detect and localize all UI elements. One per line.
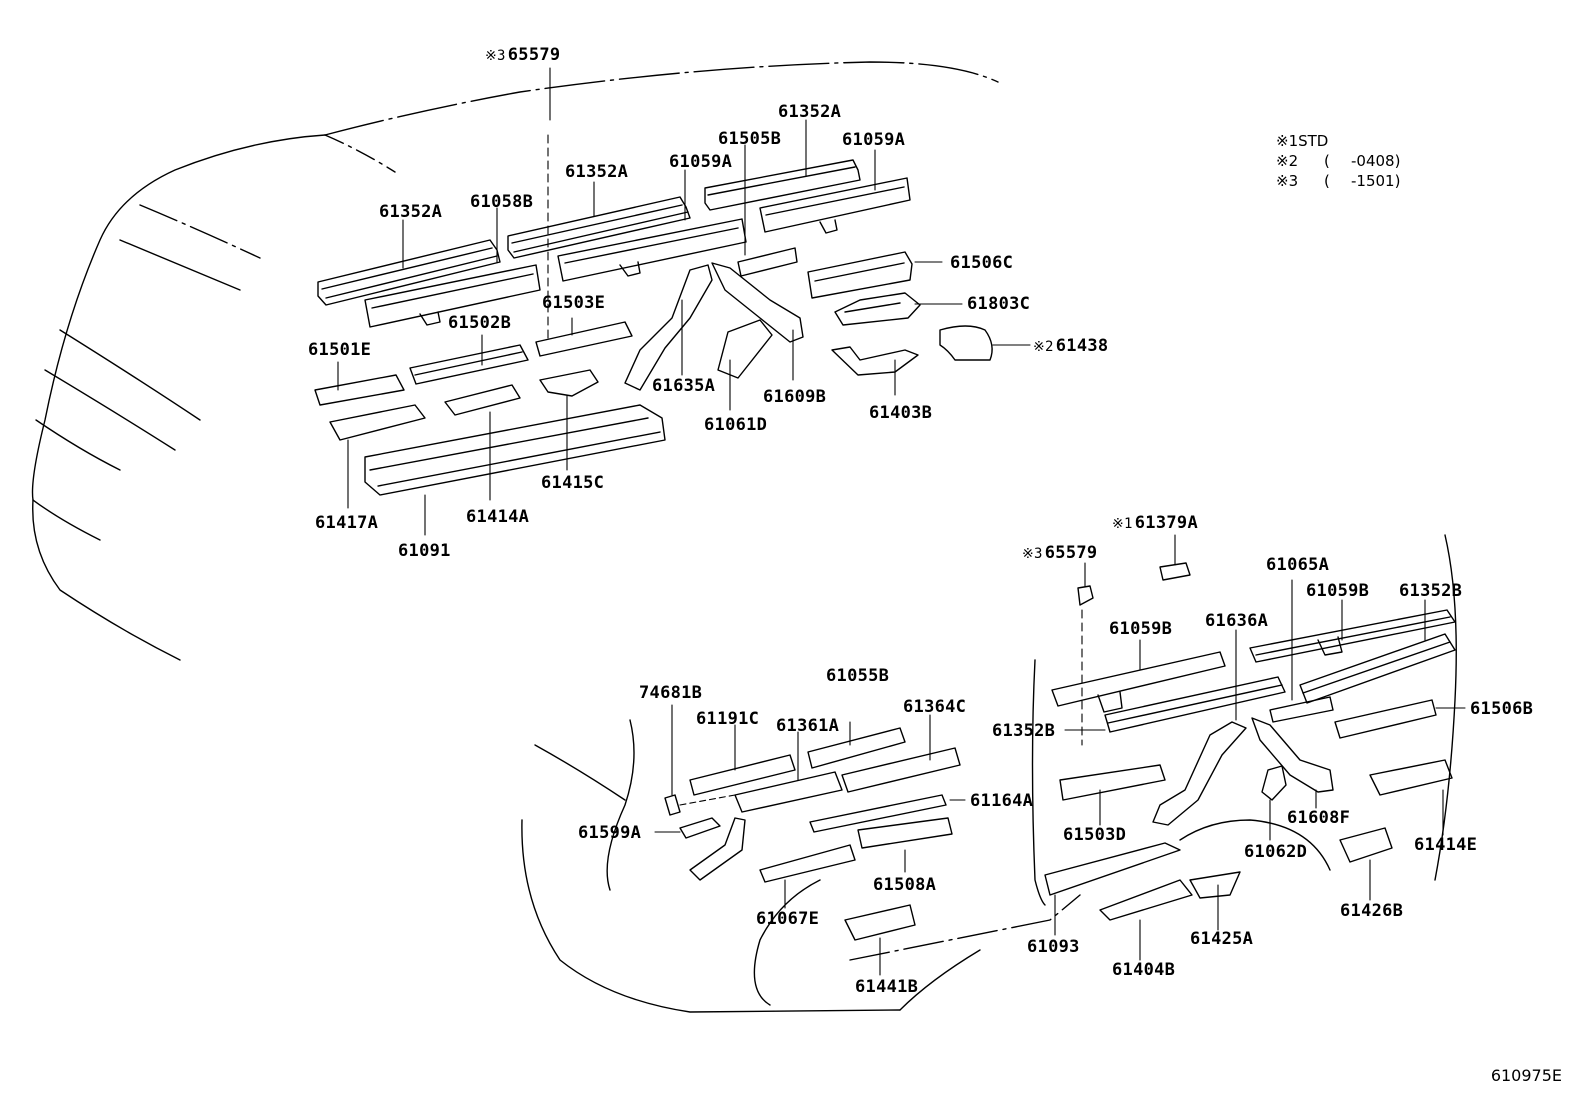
legend-bracket: ( [1324, 172, 1330, 190]
callout-label: 61352A [565, 162, 629, 182]
legend-row: ※3 ( -1501) [1276, 171, 1400, 191]
parts-group-lower [664, 562, 1456, 941]
legend-text: STD [1298, 132, 1329, 150]
callout-label: 61352A [379, 202, 443, 222]
legend-mark: ※1 [1276, 132, 1299, 150]
callout-label: 61608F [1287, 808, 1351, 828]
callout-label: 61506C [950, 253, 1014, 273]
callout-label: 61426B [1340, 901, 1404, 921]
callout-label: 61061D [704, 415, 768, 435]
leader-lines-lower [654, 534, 1466, 976]
applicability-legend: ※1STD ※2 ( -0408) ※3 ( -1501) [1276, 131, 1400, 191]
callout-label: 61636A [1205, 611, 1269, 631]
callout-label: 61058B [470, 192, 534, 212]
parts-group-upper [314, 159, 993, 496]
legend-mark: ※3 [1276, 172, 1299, 190]
vehicle-body-outline-lower [521, 534, 1457, 1013]
callout-label: 61091 [398, 541, 451, 561]
legend-bracket: ( [1324, 152, 1330, 170]
vehicle-body-outline-upper [31, 61, 999, 661]
legend-mark: ※2 [1276, 152, 1299, 170]
callout-label: 61059A [669, 152, 733, 172]
callout-label: 61065A [1266, 555, 1330, 575]
callout-label: 61352A [778, 102, 842, 122]
callout-label: 61364C [903, 697, 967, 717]
legend-row: ※1STD [1276, 131, 1328, 151]
callout-label: 61505B [718, 129, 782, 149]
callout-label: 61501E [308, 340, 372, 360]
callout-label: 61508A [873, 875, 937, 895]
legend-code: -1501) [1351, 172, 1401, 190]
callout-label: 61441B [855, 977, 919, 997]
callout-label: 61502B [448, 313, 512, 333]
legend-code: -0408) [1351, 152, 1401, 170]
leader-lines-upper [337, 67, 1031, 536]
callout-label: 61059B [1306, 581, 1370, 601]
callout-label: 61609B [763, 387, 827, 407]
callout-label: 61404B [1112, 960, 1176, 980]
callout-label: 61191C [696, 709, 760, 729]
callout-label: 61414E [1414, 835, 1478, 855]
callout-label: 61415C [541, 473, 605, 493]
callout-label: 61059A [842, 130, 906, 150]
callout-label: 61635A [652, 376, 716, 396]
drawing-code: 610975E [1490, 1066, 1562, 1085]
callout-label: 61599A [578, 823, 642, 843]
callout-label: 61503D [1063, 825, 1127, 845]
callout-label: 61055B [826, 666, 890, 686]
callout-label: 61059B [1109, 619, 1173, 639]
callout-label: 61803C [967, 294, 1031, 314]
callout-label: 61067E [756, 909, 820, 929]
callout-label: 61417A [315, 513, 379, 533]
callout-label: 61361A [776, 716, 840, 736]
callout-label: 61164A [970, 791, 1034, 811]
callout-label: 61506B [1470, 699, 1534, 719]
callout-label: 61414A [466, 507, 530, 527]
callout-label: 61352B [992, 721, 1056, 741]
callout-label: 61503E [542, 293, 606, 313]
callout-label: 74681B [639, 683, 703, 703]
callout-label: 61062D [1244, 842, 1308, 862]
callout-label: 61403B [869, 403, 933, 423]
callout-label: 61425A [1190, 929, 1254, 949]
callout-label: 61352B [1399, 581, 1463, 601]
legend-row: ※2 ( -0408) [1276, 151, 1400, 171]
callout-label: 61093 [1027, 937, 1080, 957]
